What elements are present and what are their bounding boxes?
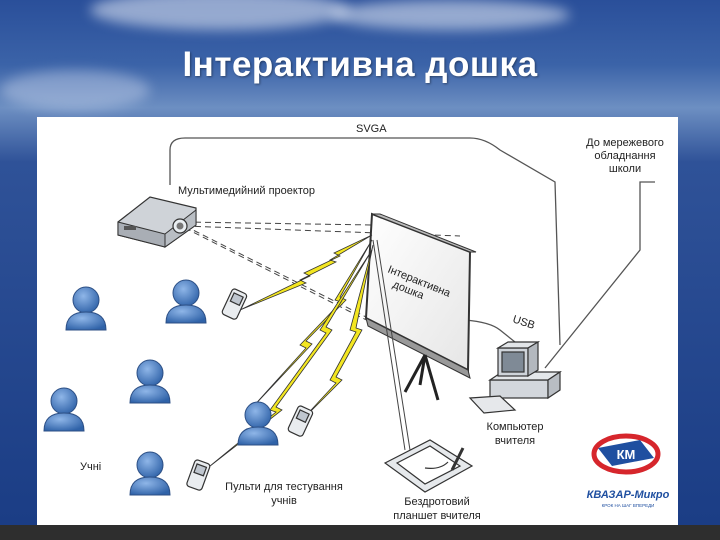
label-network-1: До мережевого bbox=[586, 137, 664, 149]
cloud bbox=[0, 70, 150, 110]
tablet-signal bbox=[372, 239, 411, 451]
tablet-icon bbox=[383, 439, 474, 493]
bottom-bar bbox=[0, 525, 720, 540]
computer-icon bbox=[468, 340, 562, 414]
label-remotes-2: учнів bbox=[271, 495, 297, 507]
logo-brand: КВАЗАР-Микро bbox=[587, 489, 670, 501]
label-remotes-1: Пульти для тестування bbox=[225, 481, 343, 493]
slide-title: Інтерактивна дошка bbox=[182, 45, 538, 84]
student-icon bbox=[237, 401, 279, 446]
student-icon bbox=[43, 387, 85, 432]
svga-cable bbox=[169, 137, 561, 346]
projector-icon bbox=[117, 196, 197, 248]
label-projector: Мультимедийний проектор bbox=[178, 185, 315, 197]
cloud bbox=[330, 0, 570, 30]
student-icon bbox=[165, 279, 207, 324]
cables bbox=[169, 137, 655, 369]
label-tablet-1: Бездротовий bbox=[404, 496, 469, 508]
logo-tagline: КРОК НА ШАГ ВПЕРЕДИ bbox=[602, 503, 655, 508]
logo-initials: КМ bbox=[617, 447, 636, 462]
label-computer-2: вчителя bbox=[495, 435, 535, 447]
kvazar-mikro-logo: КМ КВАЗАР-Микро КРОК НА ШАГ ВПЕРЕДИ bbox=[587, 433, 670, 508]
student-icon bbox=[65, 286, 107, 331]
remotes-group bbox=[186, 288, 314, 491]
label-network-2: обладнання bbox=[594, 150, 655, 162]
usb-cable bbox=[464, 319, 526, 351]
interactive-board-icon bbox=[364, 212, 477, 401]
remote-icon bbox=[287, 405, 314, 437]
student-icon bbox=[129, 359, 171, 404]
remote-icon bbox=[186, 459, 211, 491]
wireless-signals bbox=[204, 234, 374, 471]
student-icon bbox=[129, 451, 171, 496]
students-group bbox=[43, 279, 279, 496]
label-network-3: школи bbox=[609, 163, 641, 175]
label-svga: SVGA bbox=[356, 123, 387, 135]
remote-icon bbox=[221, 288, 248, 320]
label-students: Учні bbox=[80, 461, 101, 473]
label-tablet-2: планшет вчителя bbox=[393, 510, 481, 522]
label-computer-1: Компьютер bbox=[487, 421, 544, 433]
network-cable bbox=[544, 181, 655, 369]
label-usb: USB bbox=[511, 313, 536, 331]
